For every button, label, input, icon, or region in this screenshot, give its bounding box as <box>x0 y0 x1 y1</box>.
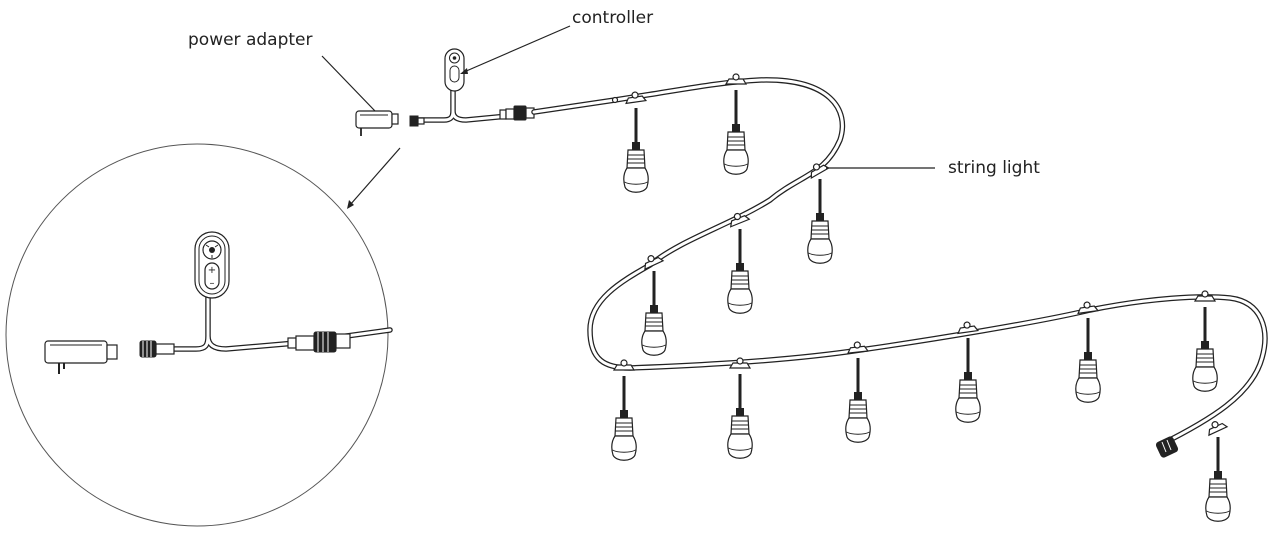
controller-label: controller <box>572 8 653 28</box>
zoom-pointer-arrow <box>349 147 401 206</box>
zoom-controller-plus-button: + <box>208 265 216 276</box>
bulb <box>722 73 750 176</box>
bulb <box>1191 290 1219 393</box>
string-light-label: string light <box>948 158 1040 178</box>
bulb <box>640 251 668 357</box>
bulb-row-2 <box>640 158 834 357</box>
small-plug-connector <box>409 115 425 127</box>
zoom-waterproof-coupling <box>287 331 351 353</box>
small-waterproof-coupling <box>499 105 535 121</box>
bulb <box>622 90 650 194</box>
zoom-plug-connector <box>139 340 175 358</box>
power-adapter <box>355 110 399 136</box>
zoom-detail-circle: + – <box>5 143 401 527</box>
bulb <box>1074 300 1102 404</box>
label-string-light: string light <box>826 158 1040 178</box>
zoom-controller: + – <box>194 231 230 299</box>
bulb <box>726 357 754 460</box>
bulb <box>610 359 638 462</box>
power-adapter-label: power adapter <box>188 30 312 50</box>
label-controller: controller <box>460 8 653 74</box>
bulb-row-3 <box>610 290 1219 462</box>
bulb <box>1204 417 1232 523</box>
controller <box>444 48 465 92</box>
bulb <box>844 340 872 444</box>
string-light-cable <box>531 77 1268 448</box>
zoom-controller-minus-button: – <box>210 278 215 289</box>
bulb-row-1 <box>622 73 750 194</box>
zoom-power-adapter <box>44 340 118 374</box>
bulb-row-4 <box>1204 417 1232 523</box>
zoom-cable <box>172 295 393 352</box>
bulb <box>726 209 754 315</box>
end-cap <box>1155 436 1179 458</box>
label-power-adapter: power adapter <box>188 30 376 112</box>
small-cable <box>415 87 511 123</box>
